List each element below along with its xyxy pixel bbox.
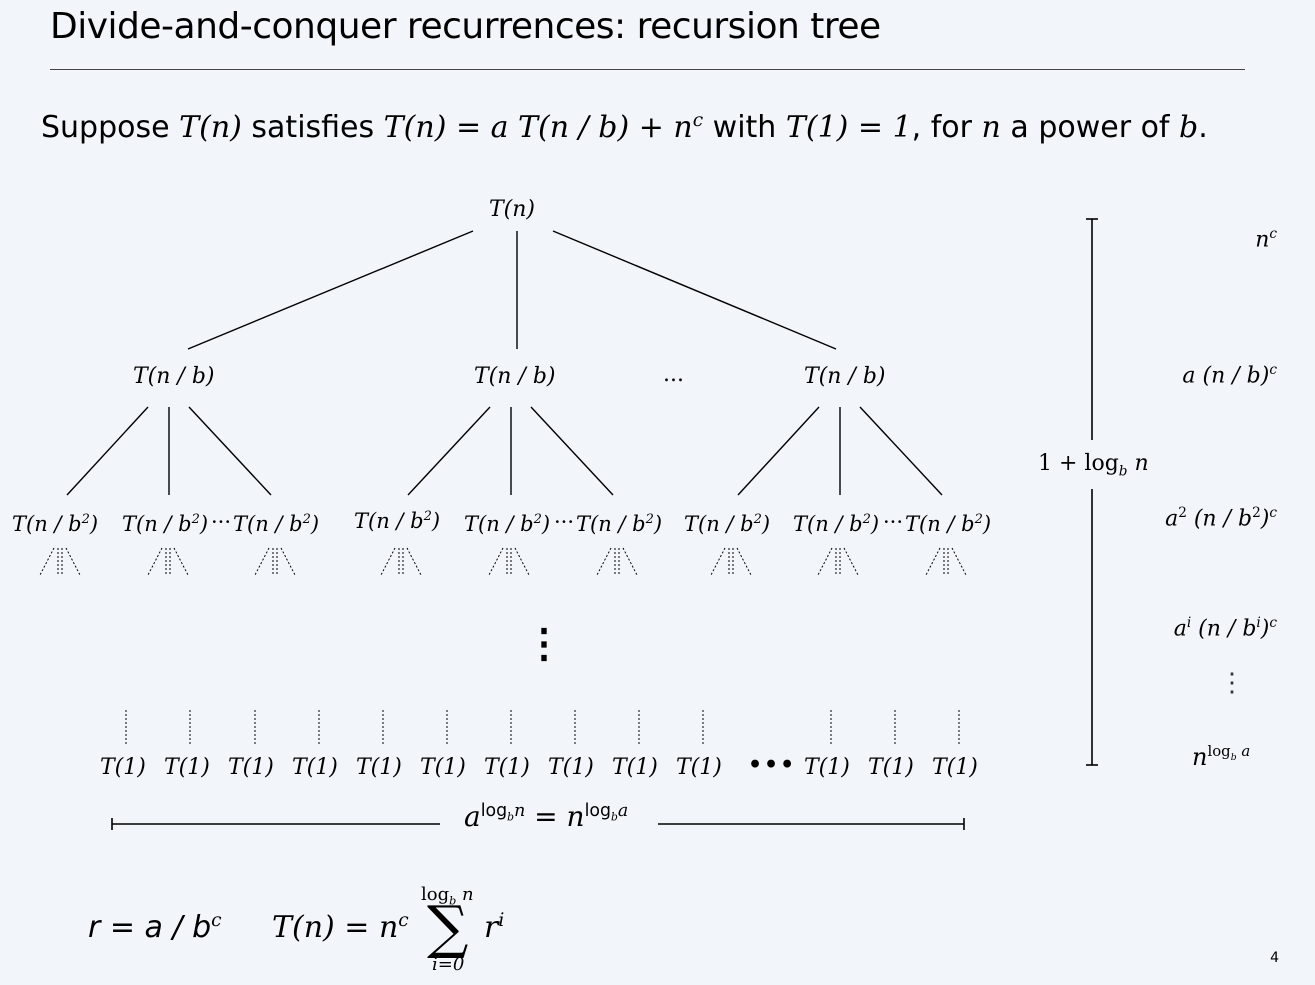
tree-level1-node: T(n / b): [804, 364, 886, 389]
tree-level2-node: T(n / b2): [793, 512, 880, 536]
tree-leaf: T(1): [676, 755, 722, 780]
tree-leaf: T(1): [868, 755, 914, 780]
tree-root: T(n): [489, 197, 536, 222]
tree-level2-node: T(n / b2): [354, 509, 441, 533]
tree-level2-sep: ···: [211, 510, 232, 534]
statement-tn: T(n): [179, 110, 242, 145]
statement-satisfies: satisfies: [241, 110, 384, 145]
edge-l1a-left: [66, 406, 149, 496]
edge-l1c-left: [737, 406, 820, 496]
tree-leaf: T(1): [484, 755, 530, 780]
sum-upper-limit: logb n: [421, 884, 474, 908]
tree-leaf: T(1): [228, 755, 274, 780]
sum-lhs: T(n) = nc: [272, 910, 409, 945]
height-bracket: [1086, 218, 1098, 766]
tree-level2-node: T(n / b2): [233, 512, 320, 536]
tree-level2-sep: ···: [554, 510, 575, 534]
tree-leaf: T(1): [164, 755, 210, 780]
tree-level2-node: T(n / b2): [464, 512, 551, 536]
tree-leaf: T(1): [100, 755, 146, 780]
edge-l1b-left: [407, 406, 491, 496]
tree-level2-node: T(n / b2): [122, 512, 209, 536]
problem-statement: Suppose T(n) satisfies T(n) = a T(n / b)…: [41, 110, 1208, 145]
tree-leaf: T(1): [804, 755, 850, 780]
tree-level1-node: T(n / b): [474, 364, 556, 389]
tree-level2-node: T(n / b2): [12, 512, 99, 536]
cost-vdots: ⋮: [1219, 668, 1245, 698]
cost-level2: a2 (n / b2)c: [1165, 505, 1277, 532]
tree-level1-dots: ...: [663, 362, 684, 387]
statement-period: .: [1198, 110, 1208, 145]
tree-level1-node: T(n / b): [133, 364, 215, 389]
tree-level2-node: T(n / b2): [576, 512, 663, 536]
tree-leaf-dots: •••: [748, 752, 797, 778]
title-divider: [50, 69, 1245, 70]
tree-level2-node: T(n / b2): [684, 512, 771, 536]
cost-level1: a (n / b)c: [1182, 362, 1277, 389]
statement-with: with: [703, 110, 786, 145]
sum-lower-limit: i=0: [432, 954, 465, 975]
statement-b: b: [1179, 110, 1199, 145]
cost-level0: nc: [1255, 226, 1277, 253]
tree-leaf: T(1): [548, 755, 594, 780]
tree-leaf: T(1): [420, 755, 466, 780]
statement-base: T(1) = 1: [785, 110, 912, 145]
statement-for: , for: [911, 110, 982, 145]
cost-level-i: ai (n / bi)c: [1173, 615, 1277, 642]
sum-term: ri: [484, 910, 505, 945]
tree-leaf: T(1): [932, 755, 978, 780]
edge-l1c-right: [859, 406, 943, 496]
tree-leaf: T(1): [612, 755, 658, 780]
edge-root-left: [187, 230, 474, 350]
leaf-dotted-stems: [125, 710, 960, 744]
height-label: 1 + logb n: [1038, 451, 1149, 480]
r-definition: r = a / bc: [88, 910, 222, 945]
statement-recurrence: T(n) = a T(n / b) + n: [383, 110, 693, 145]
slide-title: Divide-and-conquer recurrences: recursio…: [50, 6, 881, 47]
edge-l1a-right: [188, 406, 272, 496]
level2-dotted-fans: [39, 547, 967, 576]
width-label: alogbn = nlogba: [464, 800, 629, 833]
tree-level2-sep: ···: [883, 510, 904, 534]
sum-sign: ∑: [427, 893, 469, 961]
statement-recurrence-exp: c: [692, 110, 704, 131]
statement-power: a power of: [1000, 110, 1180, 145]
width-bracket: [111, 818, 965, 830]
statement-n: n: [981, 110, 1001, 145]
edge-l1b-right: [530, 406, 614, 496]
tree-middle-vdots: ⋮: [524, 620, 564, 667]
cost-leaves: nlogb a: [1192, 742, 1251, 771]
page-number: 4: [1270, 950, 1279, 966]
tree-leaf: T(1): [292, 755, 338, 780]
tree-level2-node: T(n / b2): [905, 512, 992, 536]
tree-leaf: T(1): [356, 755, 402, 780]
statement-suppose: Suppose: [41, 110, 180, 145]
edge-root-right: [552, 230, 837, 350]
